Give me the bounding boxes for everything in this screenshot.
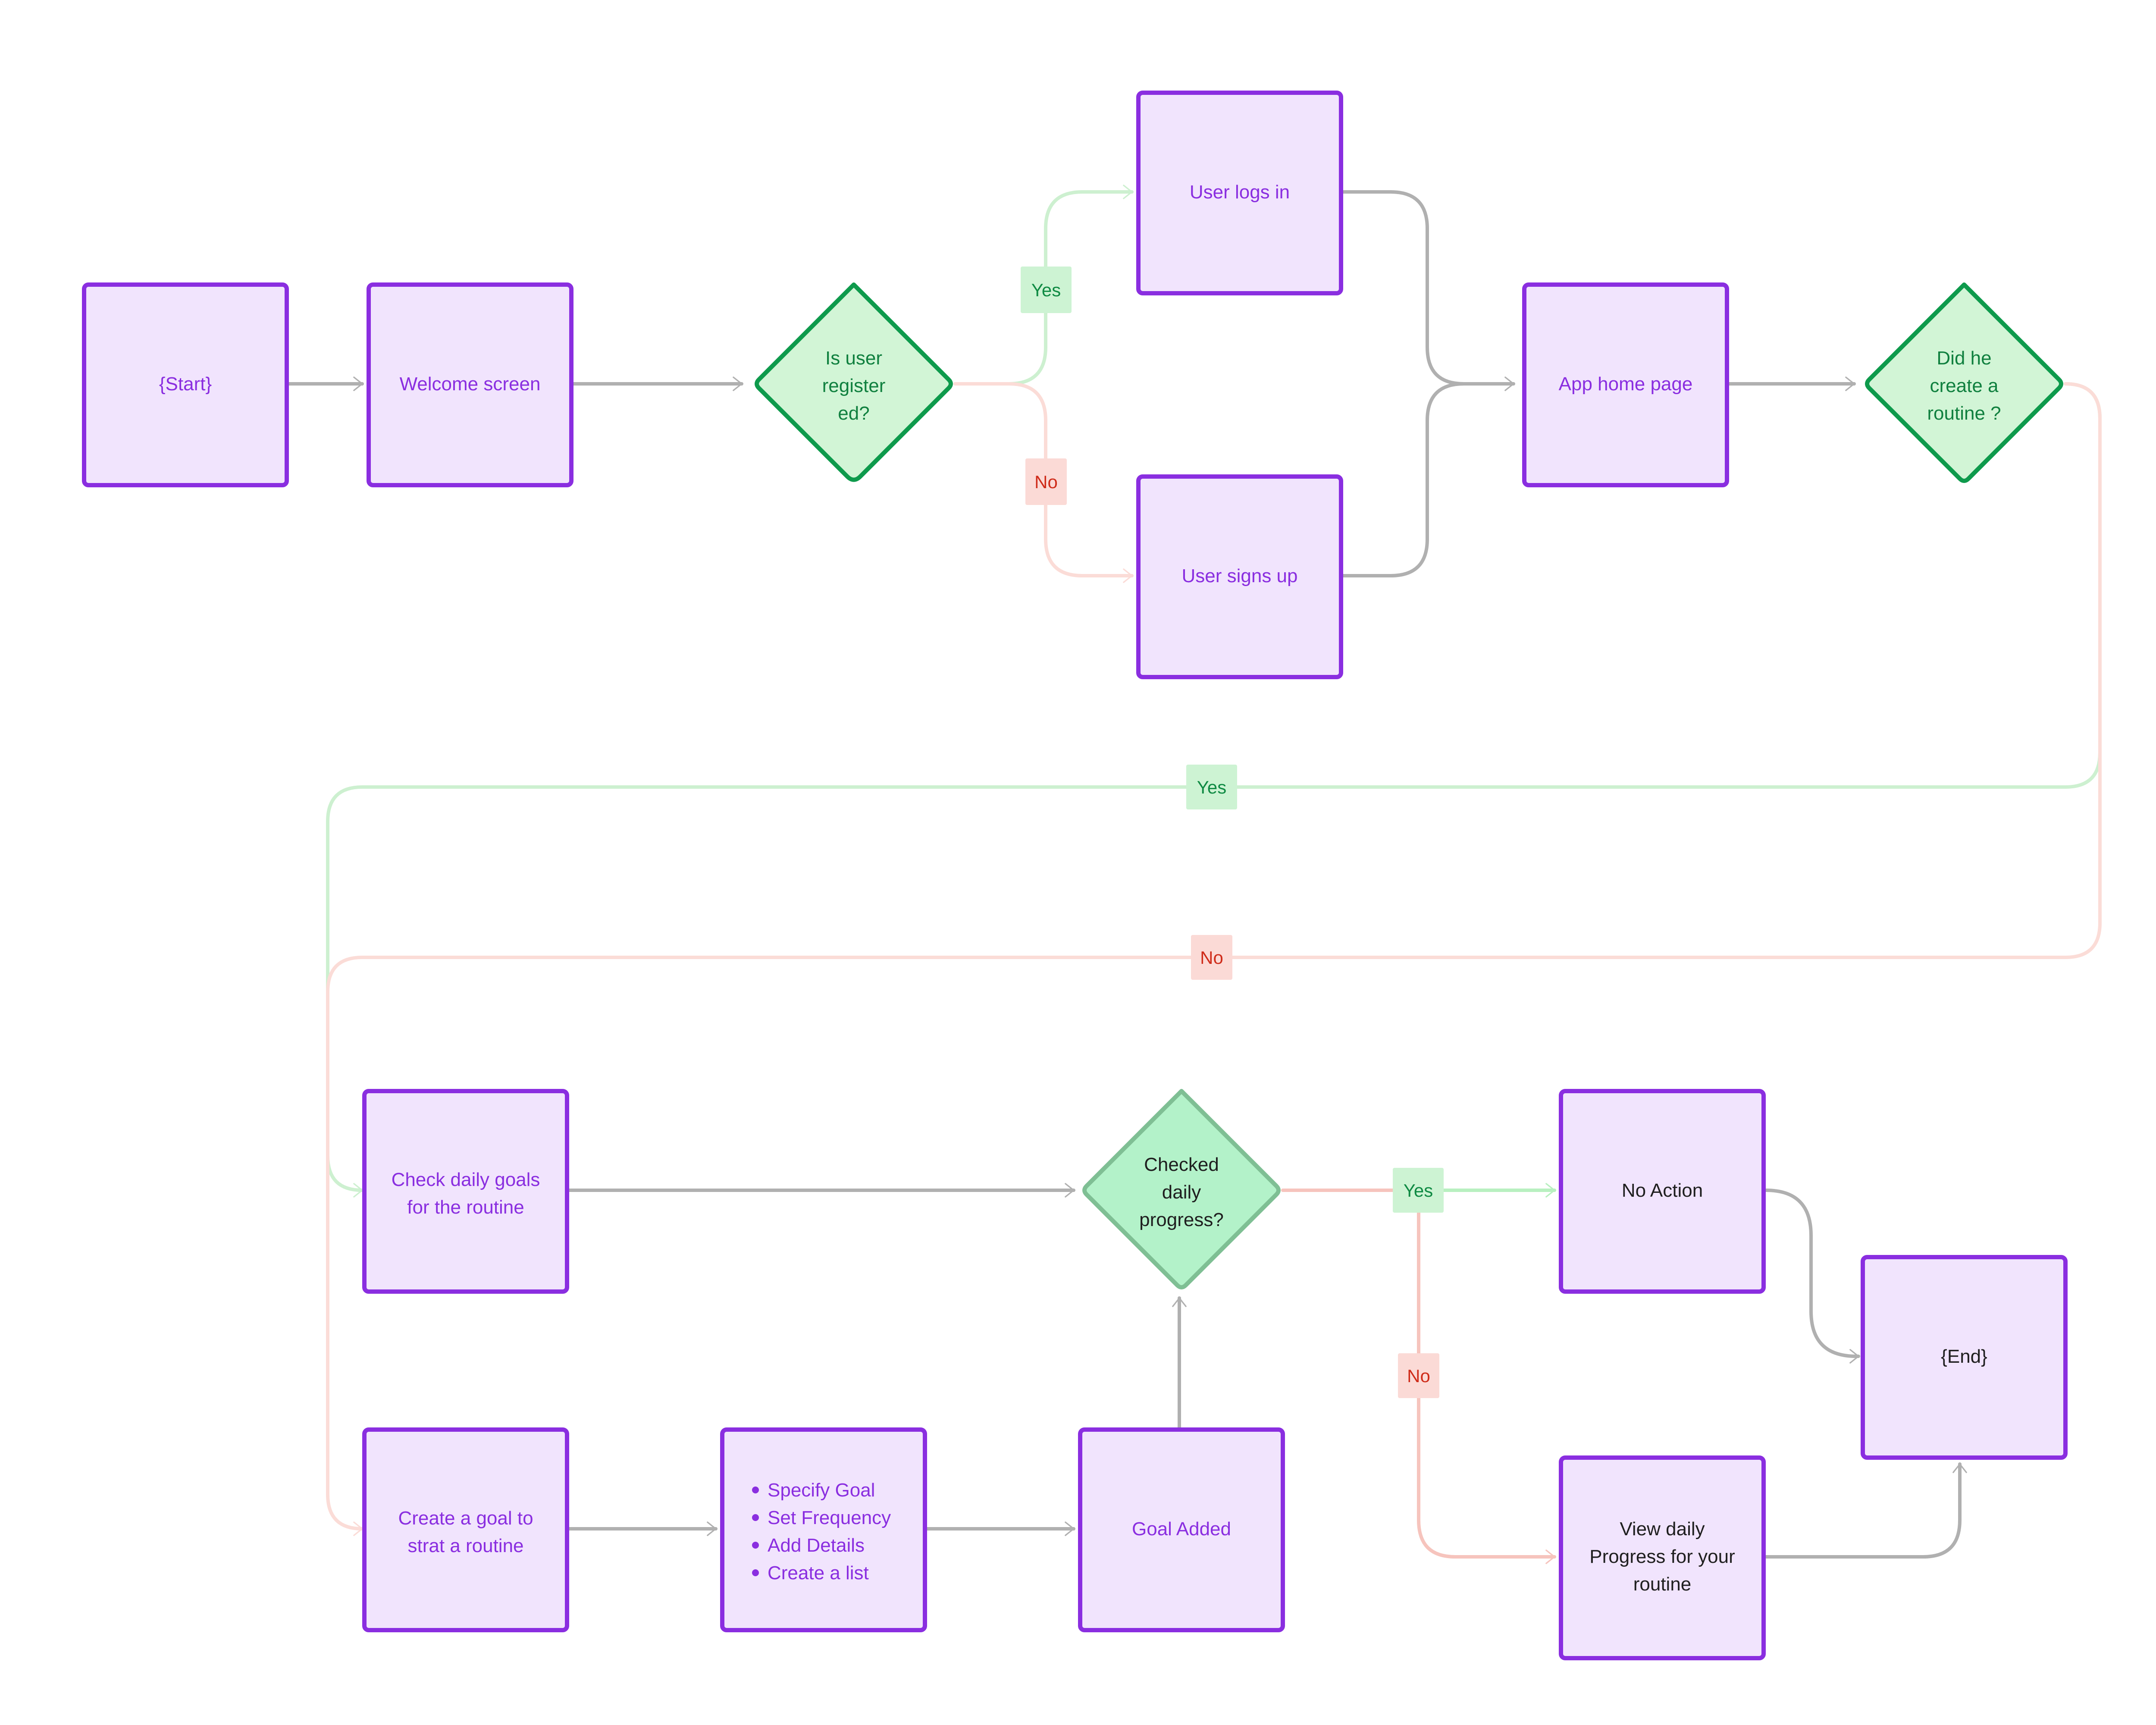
svg-text:Checked: Checked: [1144, 1154, 1219, 1175]
node-goal-steps[interactable]: Specify Goal Set Frequency Add Details C…: [720, 1427, 927, 1632]
svg-text:Progress for your: Progress for your: [1589, 1546, 1735, 1567]
edge-label-no-progress: No: [1398, 1353, 1439, 1398]
edge-signup-home: [1341, 382, 1466, 577]
goal-step-item: Create a list: [752, 1562, 869, 1584]
edge-label-no-routine: No: [1191, 935, 1232, 980]
svg-text:Create a goal to: Create a goal to: [398, 1508, 533, 1529]
svg-text:Add Details: Add Details: [768, 1535, 865, 1556]
svg-text:routine ?: routine ?: [1927, 403, 2001, 424]
node-goal-added[interactable]: Goal Added: [1078, 1427, 1285, 1632]
node-welcome-screen[interactable]: Welcome screen: [367, 282, 573, 487]
svg-text:create a: create a: [1930, 375, 1999, 396]
svg-text:No: No: [1407, 1366, 1430, 1386]
svg-text:Yes: Yes: [1197, 777, 1227, 797]
edge-label-no-registered: No: [1025, 458, 1067, 505]
svg-text:Specify Goal: Specify Goal: [768, 1480, 875, 1501]
node-user-signs-up[interactable]: User signs up: [1136, 474, 1343, 679]
svg-text:Welcome screen: Welcome screen: [400, 373, 541, 395]
svg-text:No: No: [1034, 472, 1058, 492]
goal-step-item: Add Details: [752, 1535, 865, 1556]
svg-text:register: register: [822, 375, 886, 396]
node-end[interactable]: {End}: [1861, 1255, 2068, 1460]
svg-text:Yes: Yes: [1404, 1180, 1433, 1201]
edge-label-yes-routine: Yes: [1186, 765, 1237, 809]
edge-label-yes-progress: Yes: [1393, 1168, 1444, 1213]
node-view-daily-progress[interactable]: View daily Progress for your routine: [1559, 1455, 1766, 1660]
decision-is-user-registered[interactable]: Is user register ed?: [755, 282, 953, 482]
edge-view-end: [1764, 1462, 1967, 1559]
svg-text:User logs in: User logs in: [1190, 182, 1290, 203]
svg-text:for the routine: for the routine: [407, 1197, 524, 1218]
node-start[interactable]: {Start}: [82, 282, 289, 487]
svg-text:ed?: ed?: [838, 403, 869, 424]
edge-noaction-end: [1764, 1189, 1860, 1364]
svg-text:routine: routine: [1633, 1574, 1692, 1595]
svg-text:Yes: Yes: [1031, 280, 1061, 300]
svg-text:Set Frequency: Set Frequency: [768, 1507, 891, 1528]
svg-text:Is user: Is user: [825, 348, 882, 369]
svg-text:No: No: [1200, 947, 1223, 968]
svg-text:Goal Added: Goal Added: [1132, 1518, 1231, 1540]
svg-text:progress?: progress?: [1139, 1209, 1224, 1230]
edge-progress-no-view: [1417, 1189, 1556, 1564]
svg-text:Create a list: Create a list: [768, 1562, 869, 1584]
svg-text:{Start}: {Start}: [159, 373, 212, 395]
node-no-action[interactable]: No Action: [1559, 1089, 1766, 1294]
svg-text:No Action: No Action: [1622, 1180, 1703, 1201]
goal-step-item: Specify Goal: [752, 1480, 875, 1501]
node-create-goal[interactable]: Create a goal to strat a routine: [362, 1427, 569, 1632]
edge-login-home: [1341, 190, 1515, 391]
svg-text:daily: daily: [1162, 1182, 1201, 1203]
svg-text:View daily: View daily: [1620, 1518, 1705, 1540]
svg-text:Did he: Did he: [1937, 348, 1991, 369]
decision-checked-daily-progress[interactable]: Checked daily progress?: [1082, 1089, 1281, 1289]
edge-label-yes-registered: Yes: [1021, 267, 1072, 313]
svg-text:Check daily goals: Check daily goals: [392, 1169, 540, 1190]
svg-text:strat a routine: strat a routine: [407, 1535, 523, 1556]
node-check-daily-goals[interactable]: Check daily goals for the routine: [362, 1089, 569, 1294]
goal-step-item: Set Frequency: [752, 1507, 891, 1528]
node-user-logs-in[interactable]: User logs in: [1136, 91, 1343, 295]
svg-text:{End}: {End}: [1941, 1346, 1987, 1367]
svg-text:User signs up: User signs up: [1181, 565, 1297, 586]
node-app-home-page[interactable]: App home page: [1522, 282, 1729, 487]
svg-text:App home page: App home page: [1559, 373, 1693, 395]
decision-did-he-create-routine[interactable]: Did he create a routine ?: [1865, 282, 2063, 483]
